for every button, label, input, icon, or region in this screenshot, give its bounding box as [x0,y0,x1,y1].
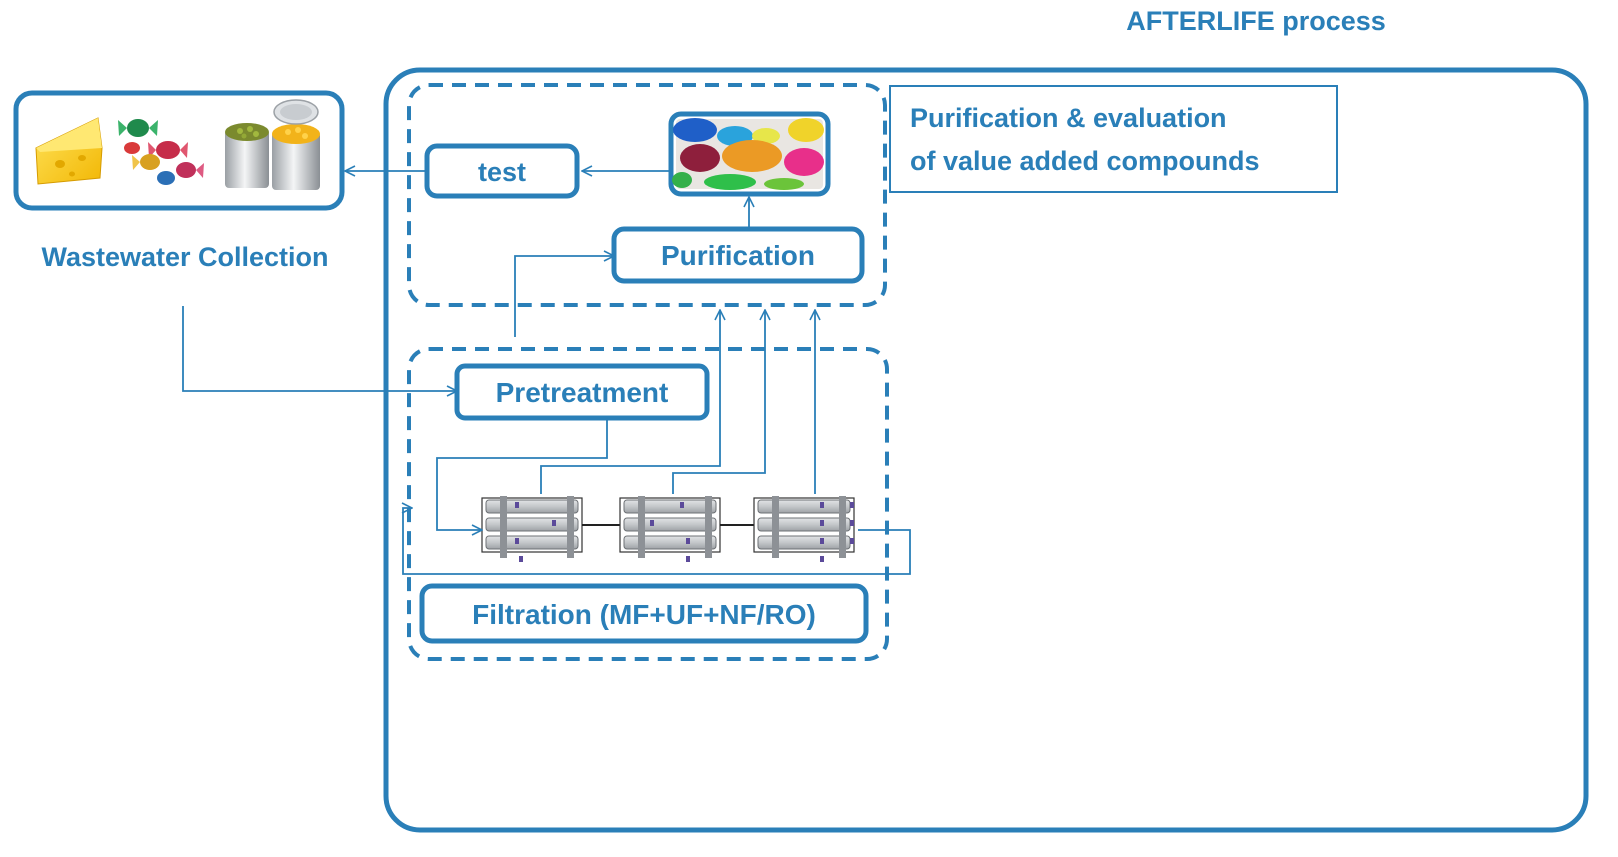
membrane-module-nf-ro [753,496,855,562]
pretreatment-label: Pretreatment [496,377,669,408]
purification-evaluation-callout: Purification & evaluation of value added… [889,85,1338,193]
cheese-image [35,117,103,185]
filtration-label: Filtration (MF+UF+NF/RO) [472,599,816,630]
canned-peas-corn-image [225,99,320,190]
page-title: AFTERLIFE process [1126,6,1386,36]
wastewater-collection-label: Wastewater Collection [41,242,328,272]
candy-image [118,119,204,185]
arrow-collection-to-pretreatment [182,306,457,391]
test-node: test [424,143,580,199]
membrane-module-uf [619,496,721,562]
afterlife-process-boundary [383,67,1589,833]
pretreatment-node: Pretreatment [454,363,710,421]
arrow-pretreatment-to-modules [436,418,608,530]
filtration-node: Filtration (MF+UF+NF/RO) [419,583,869,644]
arrow-uf-to-purification [672,310,765,494]
membrane-module-mf [481,496,583,562]
wastewater-collection-box [13,90,345,211]
flow-connectors [182,171,911,575]
purification-label: Purification [661,240,815,271]
purification-evaluation-group [407,83,887,307]
purification-node: Purification [611,226,865,284]
callout-text-line-2: of value added compounds [910,146,1260,176]
recirculation-loop [403,508,911,575]
test-label: test [478,157,526,187]
colored-pigment-powders-image [672,118,824,190]
arrow-mf-to-purification [540,310,720,494]
callout-text-line-1: Purification & evaluation [910,103,1227,133]
membrane-module-arrays [481,496,855,562]
pretreatment-filtration-group [407,347,889,661]
arrow-pretreatment-to-purification [514,256,614,337]
pigments-image-box [668,111,831,197]
